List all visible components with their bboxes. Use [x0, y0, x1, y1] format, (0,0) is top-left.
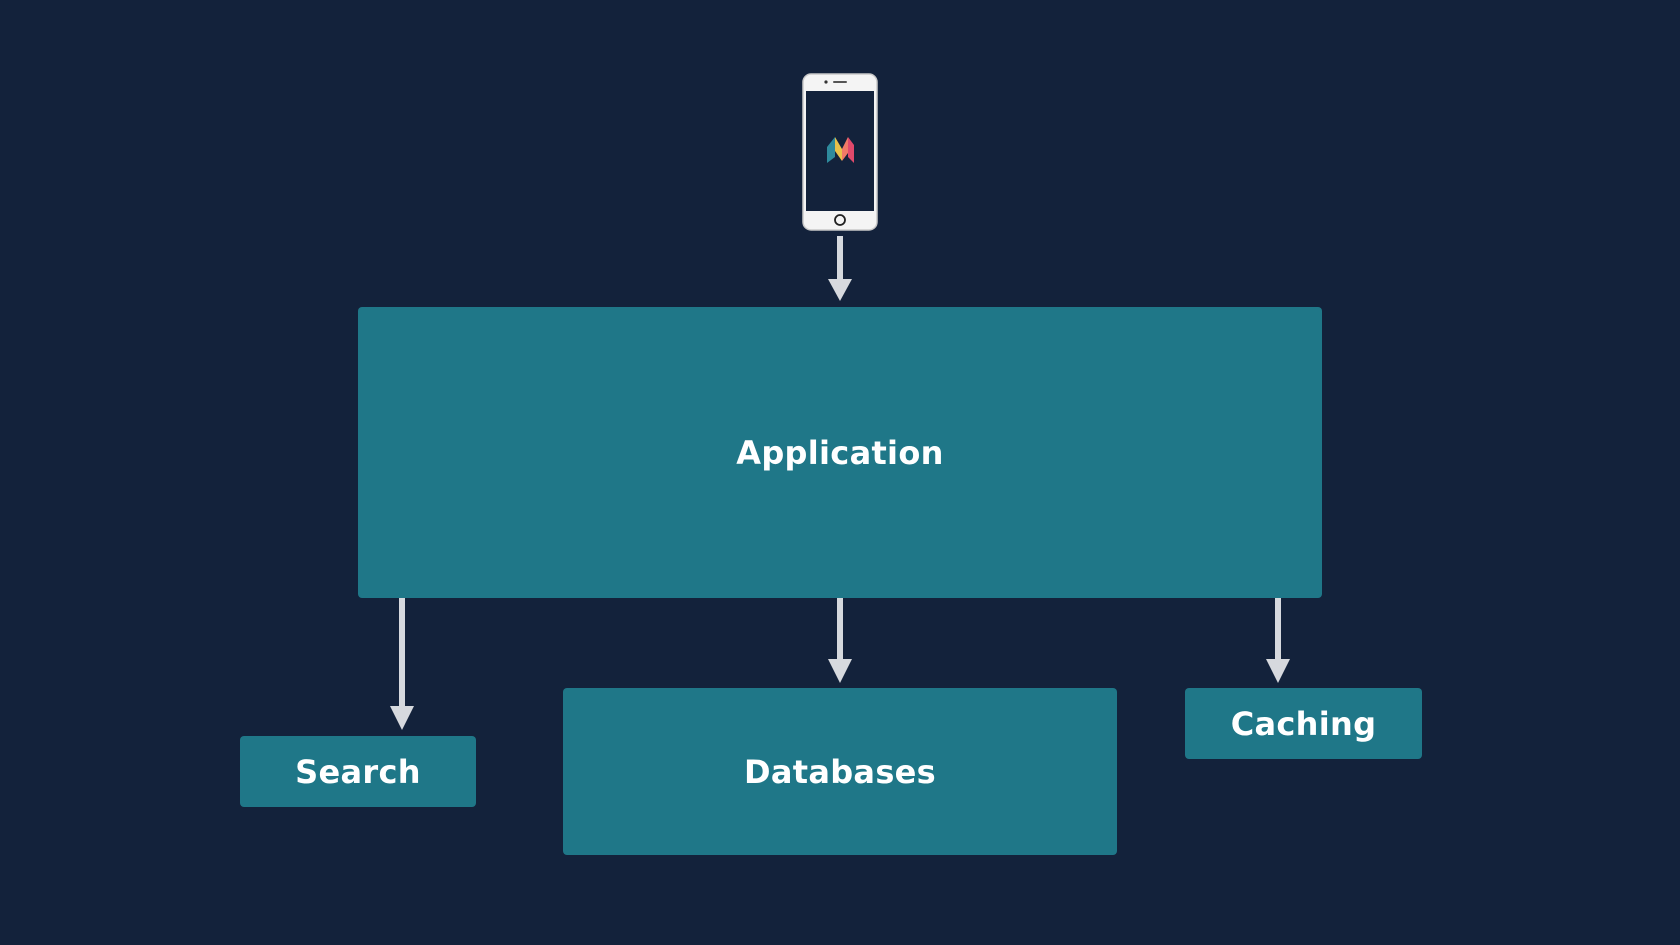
search-box: Search — [240, 736, 476, 807]
arrow-application-to-search — [390, 598, 414, 730]
search-label: Search — [295, 752, 421, 791]
arrow-application-to-databases — [828, 598, 852, 683]
application-label: Application — [736, 433, 944, 472]
caching-box: Caching — [1185, 688, 1422, 759]
databases-box: Databases — [563, 688, 1117, 855]
m-logo-icon — [827, 137, 854, 163]
arrow-client-to-application — [828, 236, 852, 301]
application-box: Application — [358, 307, 1322, 598]
caching-label: Caching — [1230, 704, 1377, 743]
arrow-application-to-caching — [1266, 598, 1290, 683]
smartphone-icon — [802, 73, 878, 231]
databases-label: Databases — [743, 752, 937, 791]
